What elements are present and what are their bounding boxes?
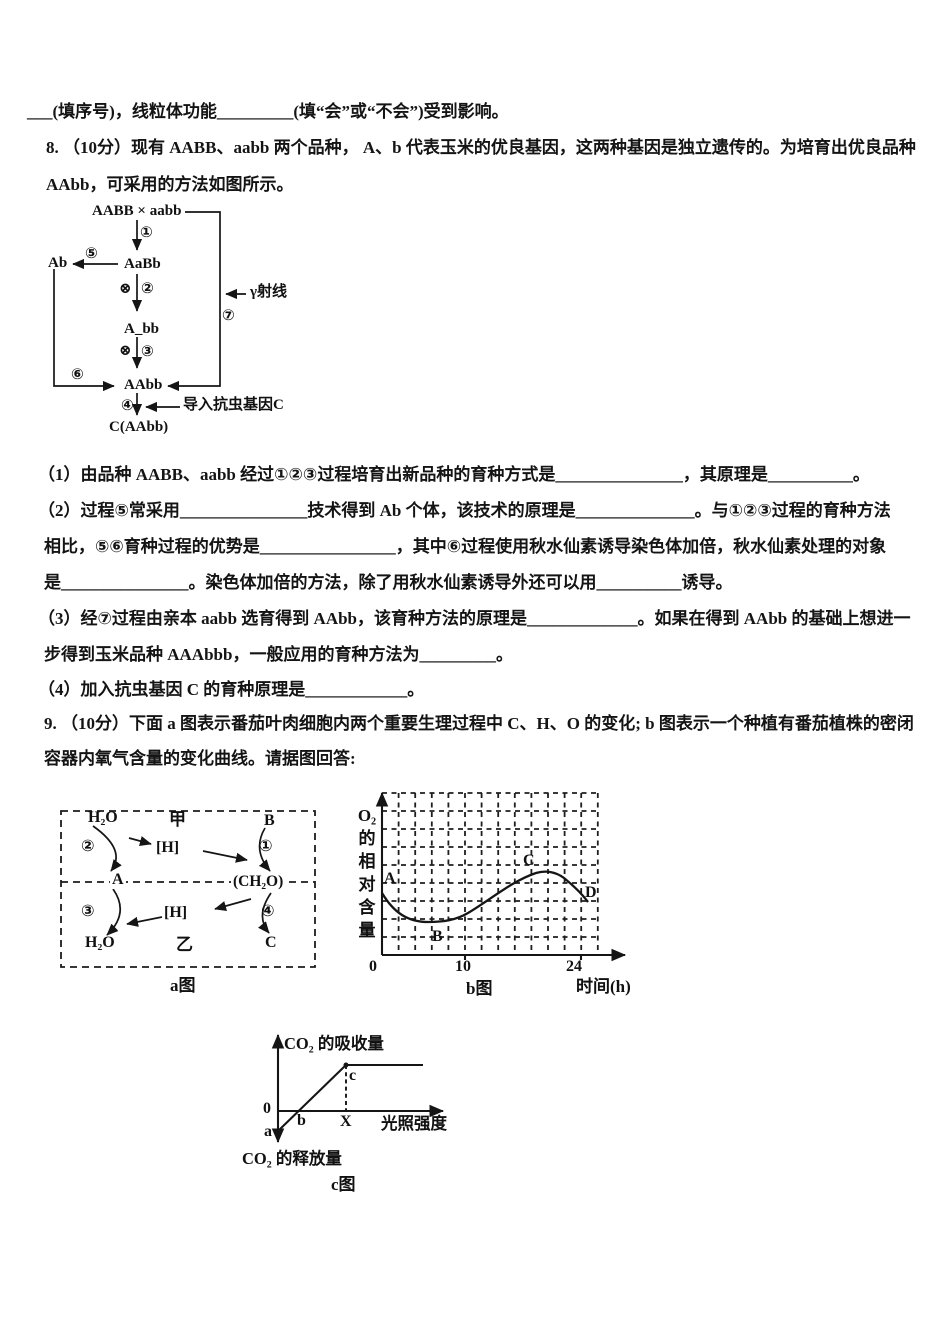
- y-axis-label: O₂的相对含量: [357, 806, 377, 940]
- figure-b-caption: b图: [466, 979, 493, 998]
- process-2-label: ②: [81, 838, 95, 855]
- step-5-label: ⑤: [85, 246, 98, 262]
- text-q9-stem-2: 容器内氧气含量的变化曲线。请据图回答:: [44, 749, 356, 768]
- ch2o-label: (CH₂O): [231, 873, 286, 891]
- h-carrier-top: [H]: [156, 839, 180, 856]
- genotype-result: C(AAbb): [109, 419, 169, 435]
- point-b-label: B: [432, 928, 443, 945]
- substance-b-label: B: [264, 812, 275, 829]
- arrow-h-to-process3: [126, 916, 163, 927]
- o2-curve: [381, 870, 589, 924]
- point-c-dot: [343, 1062, 349, 1068]
- point-b-label: b: [297, 1112, 306, 1129]
- text-q8-stem-2: AAbb，可采用的方法如图所示。: [46, 175, 294, 194]
- gamma-ray-label: γ射线: [250, 284, 288, 300]
- step-2-label: ②: [141, 281, 154, 297]
- process-3-label: ③: [81, 903, 95, 920]
- point-a-dot: [275, 1130, 279, 1134]
- point-c-label: c: [349, 1067, 357, 1084]
- co2-rising-line: [276, 1064, 347, 1133]
- genotype-a-bb: A_bb: [124, 321, 160, 337]
- y-positive-label: CO₂ 的吸收量: [284, 1034, 384, 1053]
- point-a-label: A: [384, 870, 396, 887]
- curve-process3: [106, 888, 121, 936]
- text-q8-sub3-a: （3）经⑦过程由亲本 aabb 选育得到 AAbb，该育种方法的原理是_____…: [38, 609, 911, 628]
- text-q8-stem-1: 8. （10分）现有 AABB、aabb 两个品种， A、b 代表玉米的优良基因…: [46, 138, 916, 157]
- selfing-icon: ⊗: [119, 343, 132, 359]
- genotype-target: AAbb: [124, 377, 163, 393]
- h-carrier-bottom: [H]: [164, 904, 188, 921]
- text-q8-sub2-b: 相比，⑤⑥育种过程的优势是________________，其中⑥过程使用秋水仙…: [44, 537, 887, 556]
- substance-a-label: A: [110, 871, 126, 889]
- step-4-label: ④: [121, 398, 134, 414]
- origin-label: 0: [263, 1100, 271, 1117]
- x-axis-label: 时间(h): [576, 977, 631, 996]
- curve-process2: [92, 825, 122, 872]
- tick-label-0: 0: [369, 958, 377, 975]
- text-q9-stem-1: 9. （10分）下面 a 图表示番茄叶肉细胞内两个重要生理过程中 C、H、O 的…: [44, 714, 914, 733]
- figure-c-co2-chart: CO₂ 的吸收量 0 a b X c 光照强度 CO₂ 的释放量 c图: [230, 1025, 520, 1210]
- figure-b-plot: [375, 791, 627, 962]
- figure-c-caption: c图: [331, 1175, 356, 1194]
- grid-lines: [382, 792, 599, 955]
- dashed-box: [60, 810, 316, 968]
- breeding-scheme-lines: [53, 211, 246, 416]
- figure-a-cell-processes: H₂O 甲 B ② [H] ① A (CH₂O) ③ [H] ④ H₂O 乙 C…: [55, 800, 335, 1010]
- step-6-label: ⑥: [71, 367, 84, 383]
- process-4-label: ④: [261, 903, 275, 920]
- genotype-f1: AaBb: [124, 256, 161, 272]
- point-c-label: C: [523, 852, 535, 869]
- insert-gene-label: 导入抗虫基因C: [183, 397, 284, 413]
- y-negative-label: CO₂ 的释放量: [242, 1149, 342, 1168]
- text-q8-sub2-c: 是_______________。染色体加倍的方法，除了用秋水仙素诱导外还可以用…: [44, 573, 733, 592]
- point-a-label: a: [264, 1123, 272, 1140]
- yi-label: 乙: [176, 935, 193, 954]
- substance-c-label: C: [265, 934, 277, 951]
- arrow-ch2o-to-h: [214, 898, 252, 911]
- h2o-top-label: H₂O: [88, 809, 118, 826]
- jia-label: 甲: [169, 810, 186, 829]
- path-step7: [167, 211, 221, 392]
- curve-process1: [258, 827, 271, 872]
- arrow-to-h-top: [128, 836, 152, 847]
- genotype-cross: AABB × aabb: [92, 203, 182, 219]
- text-q8-sub3-b: 步得到玉米品种 AAAbbb，一般应用的育种方法为_________。: [44, 645, 513, 664]
- path-step6: [53, 269, 115, 392]
- figure-b-o2-chart: O₂的相对含量 A B C D 0 10 24 b图 时间(h): [340, 783, 680, 1013]
- breeding-scheme-figure: AABB × aabb ① Ab ⑤ AaBb ⊗ ② A_bb ⊗ ③ ⑥ A…: [40, 198, 340, 448]
- tick-label-24: 24: [566, 958, 582, 975]
- step-3-label: ③: [141, 344, 154, 360]
- h2o-bottom-label: H₂O: [85, 934, 115, 951]
- step-7-label: ⑦: [222, 308, 235, 324]
- genotype-ab: Ab: [48, 255, 68, 271]
- text-line-intro: ___(填序号)，线粒体功能_________(填“会”或“不会”)受到影响。: [27, 102, 509, 121]
- point-d-label: D: [585, 884, 597, 901]
- selfing-icon: ⊗: [119, 281, 132, 297]
- text-q8-sub2-a: （2）过程⑤常采用_______________技术得到 Ab 个体，该技术的原…: [38, 501, 891, 520]
- figure-a-caption: a图: [170, 976, 196, 995]
- text-q8-sub4: （4）加入抗虫基因 C 的育种原理是____________。: [38, 680, 425, 699]
- text-q8-sub1: （1）由品种 AABB、aabb 经过①②③过程培育出新品种的育种方式是____…: [38, 465, 870, 484]
- step-1-label: ①: [140, 225, 153, 241]
- x-axis-label: 光照强度: [381, 1114, 447, 1133]
- process-1-label: ①: [259, 838, 273, 855]
- curve-process4: [258, 892, 272, 934]
- arrow-h-to-process1: [202, 850, 248, 863]
- figure-c-plot: [271, 1033, 445, 1144]
- figure-a-lines: [60, 810, 316, 968]
- tick-label-10: 10: [455, 958, 471, 975]
- point-x-label: X: [340, 1113, 352, 1130]
